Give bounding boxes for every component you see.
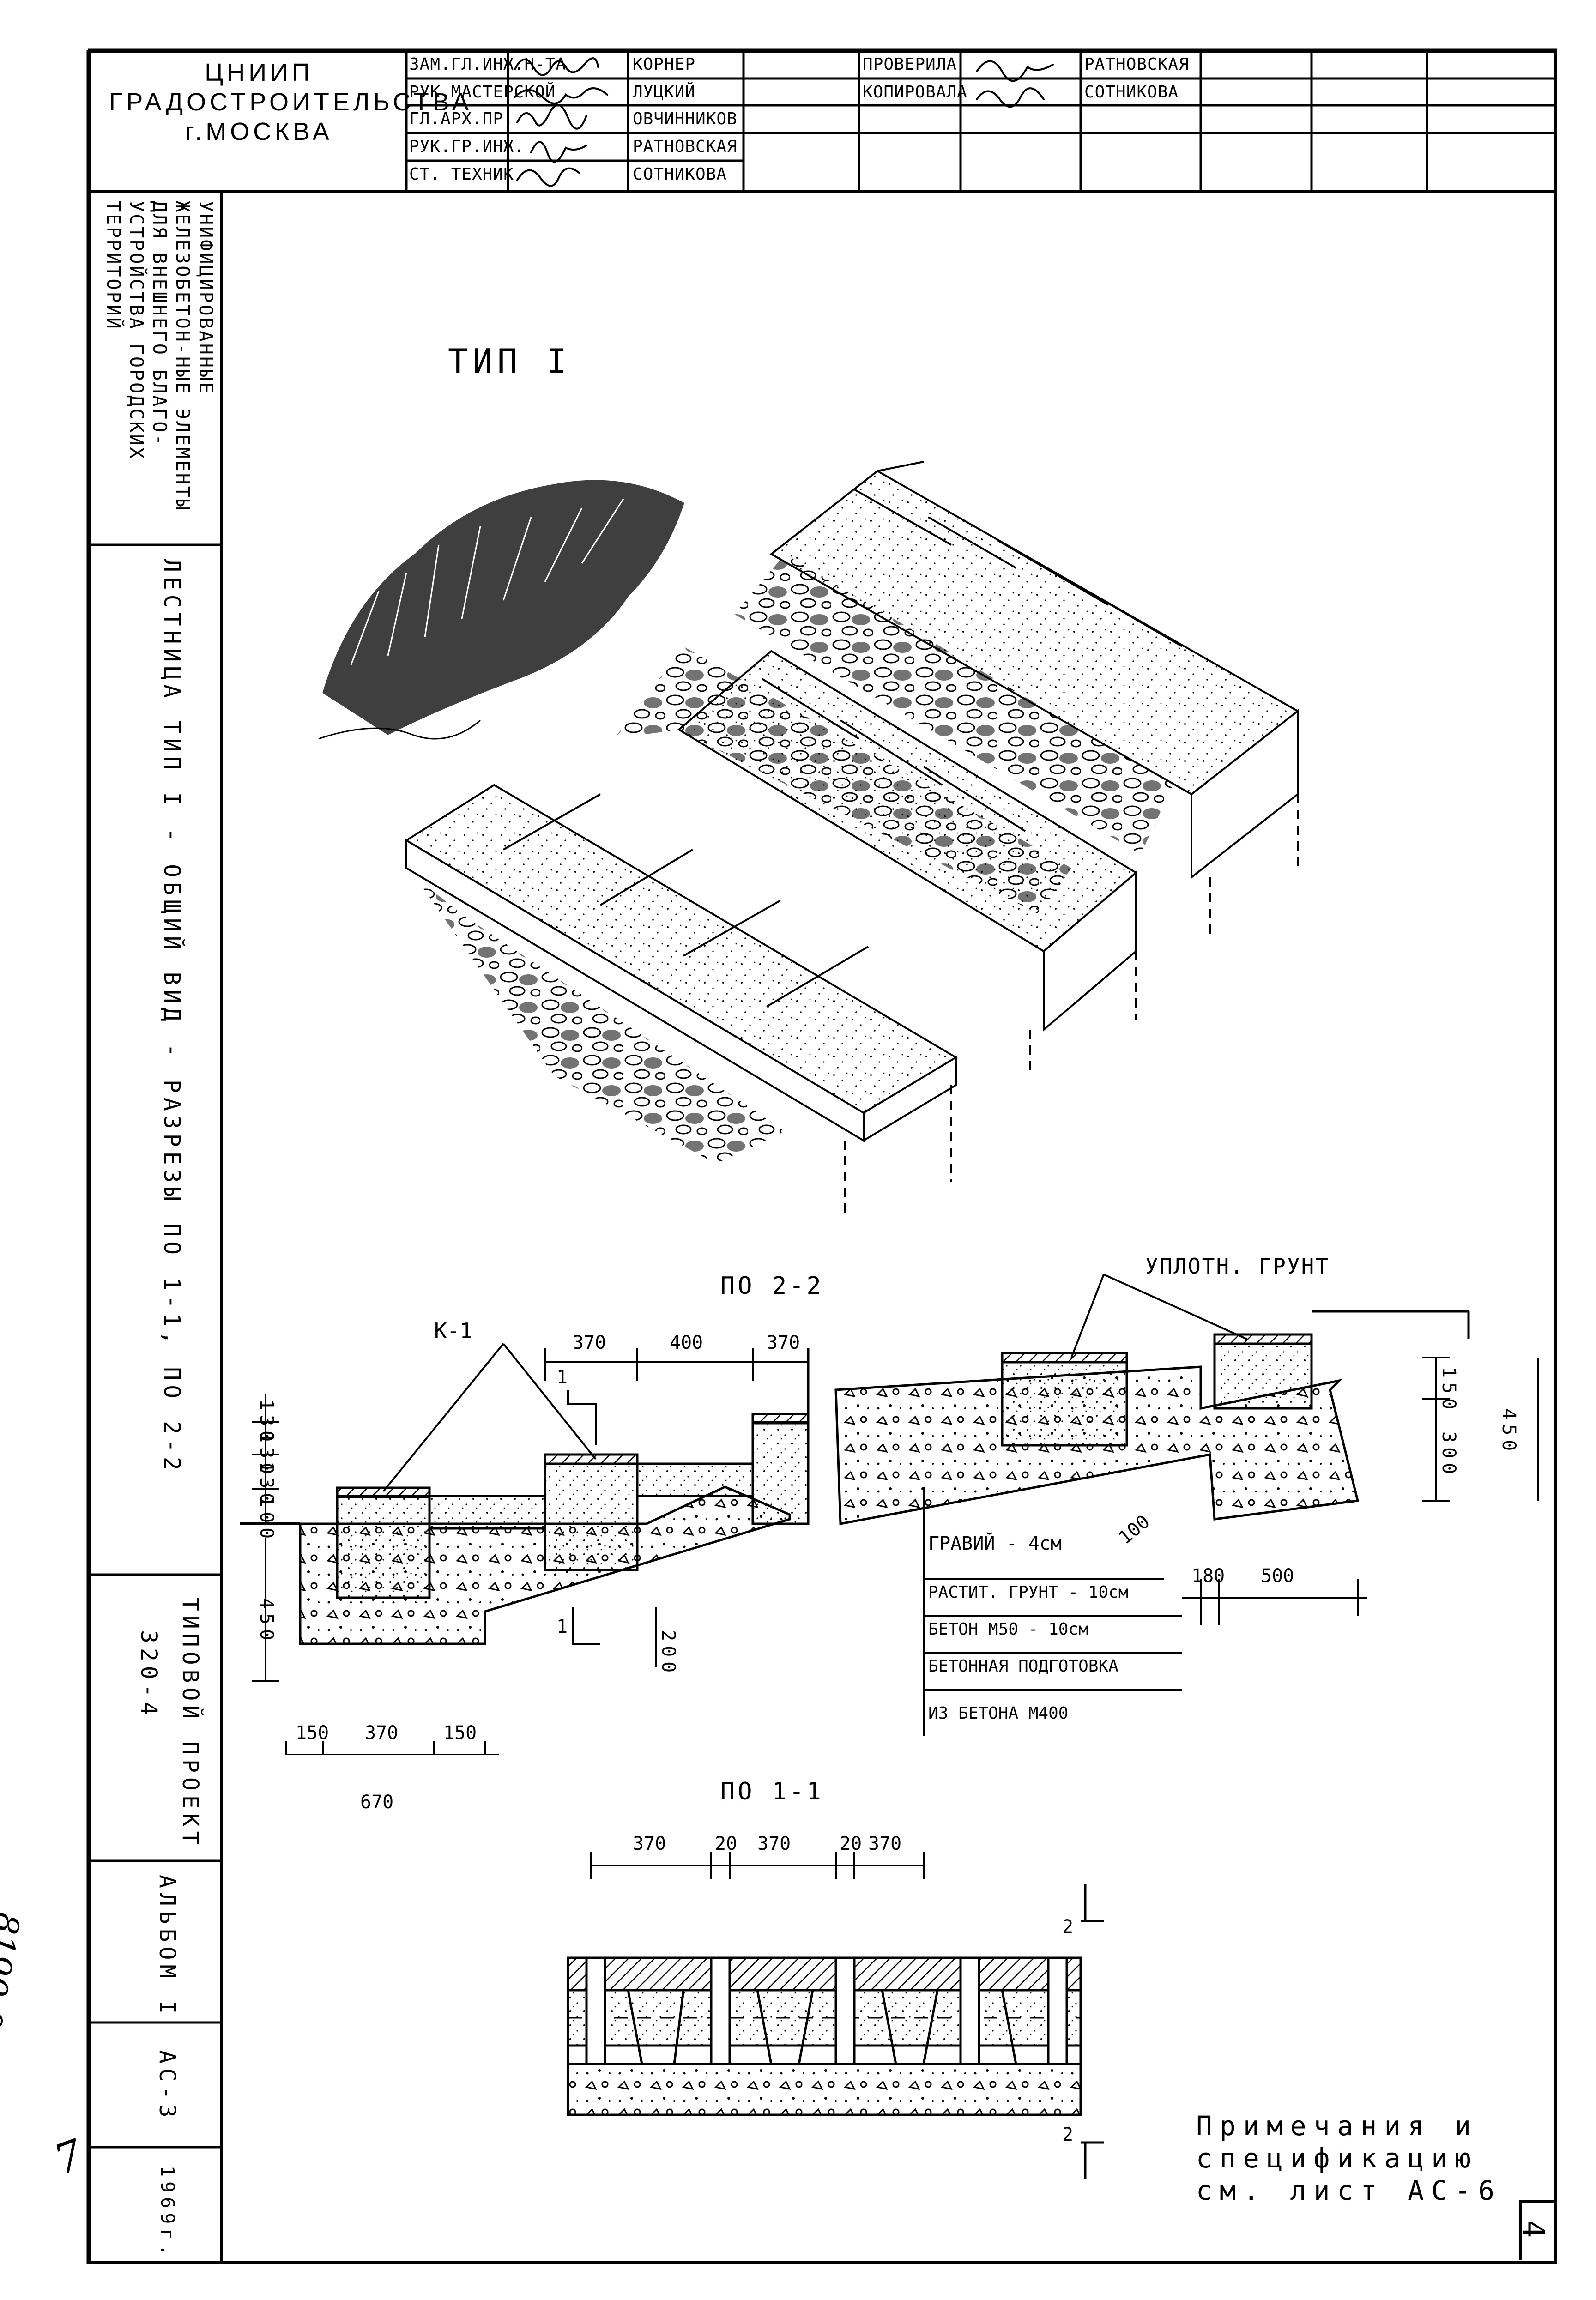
section-mark-2-bottom: 2: [1062, 2124, 1074, 2145]
name-korner: КОРНЕР: [633, 55, 696, 74]
dim-370-bottom: 370: [365, 1722, 399, 1744]
upper-step: [769, 461, 1300, 937]
sheet-number-box: [1519, 2200, 1554, 2260]
section-11-drawing: [567, 1852, 1104, 2179]
dim-670: 670: [360, 1792, 394, 1813]
dim-370-b: 370: [767, 1332, 800, 1353]
drawing-frame: [88, 50, 1557, 2264]
section-mark-1-top: 1: [556, 1367, 568, 1388]
label-k1: К-1: [434, 1318, 473, 1343]
isometric-view: [318, 461, 1300, 1219]
role-senior-technician: СТ. ТЕХНИК: [409, 165, 514, 184]
type-title: ТИП I: [448, 342, 571, 380]
role-checked: ПРОВЕРИЛА: [863, 55, 957, 74]
dim-500: 500: [1261, 1565, 1294, 1587]
name-copied-sotnikova: СОТНИКОВА: [1084, 83, 1179, 102]
role-group-head: РУК.ГР.ИНЖ.: [409, 137, 525, 156]
legend-gravel: ГРАВИЙ - 4см: [928, 1533, 1062, 1554]
dim-150-b: 150: [443, 1722, 477, 1744]
name-sotnikova: СОТНИКОВА: [633, 165, 727, 184]
role-copied: КОПИРОВАЛА: [863, 83, 967, 102]
dim-11-20-b: 20: [840, 1833, 862, 1854]
dim-400: 400: [670, 1332, 703, 1353]
label-compacted-soil: УПЛОТН. ГРУНТ: [1145, 1254, 1330, 1279]
sheet-number: 4: [1516, 2220, 1550, 2238]
name-checked-ratnovskaya: РАТНОВСКАЯ: [1084, 55, 1189, 74]
role-workshop-head: РУК.МАСТЕРСКОЙ: [409, 83, 556, 102]
section-22-title: ПО 2-2: [720, 1272, 824, 1300]
role-deputy-chief-engineer: ЗАМ.ГЛ.ИНЖ.Н-ТА: [409, 55, 567, 74]
dim-11-370-b: 370: [757, 1833, 791, 1854]
note-line-3: см. лист АС-6: [1196, 2175, 1502, 2206]
legend-concrete-base: БЕТОННАЯ ПОДГОТОВКА: [928, 1657, 1118, 1676]
section-11-title: ПО 1-1: [720, 1778, 824, 1805]
lower-step: [405, 784, 958, 1219]
signatures: [514, 57, 1054, 187]
dim-11-370-c: 370: [868, 1833, 902, 1854]
dim-150-a: 150: [296, 1722, 329, 1744]
name-ovchinnikov: ОВЧИННИКОВ: [633, 109, 738, 128]
legend-soil: РАСТИТ. ГРУНТ - 10см: [928, 1583, 1129, 1602]
note-line-2: спецификацию: [1196, 2143, 1479, 2174]
dim-11-20-a: 20: [715, 1833, 738, 1854]
organization-name: ЦНИИП ГРАДОСТРОИТЕЛЬСТВА г.МОСКВА: [109, 59, 472, 145]
dim-370-a: 370: [573, 1332, 606, 1353]
dim-180: 180: [1191, 1565, 1225, 1587]
section-mark-2-top: 2: [1062, 1916, 1074, 1938]
name-lutsky: ЛУЦКИЙ: [633, 83, 696, 102]
section-mark-1-bottom: 1: [556, 1616, 568, 1637]
legend-concrete-m50: БЕТОН М50 - 10см: [928, 1620, 1088, 1639]
dim-11-370-a: 370: [633, 1833, 666, 1854]
name-ratnovskaya: РАТНОВСКАЯ: [633, 137, 738, 156]
role-chief-architect: ГЛ.АРХ.ПР.: [409, 109, 514, 128]
legend-concrete-m400: ИЗ БЕТОНА М400: [928, 1704, 1069, 1723]
section-22-drawing: [240, 1274, 1539, 1755]
foliage: [318, 480, 684, 740]
note-line-1: Примечания и: [1196, 2110, 1479, 2142]
